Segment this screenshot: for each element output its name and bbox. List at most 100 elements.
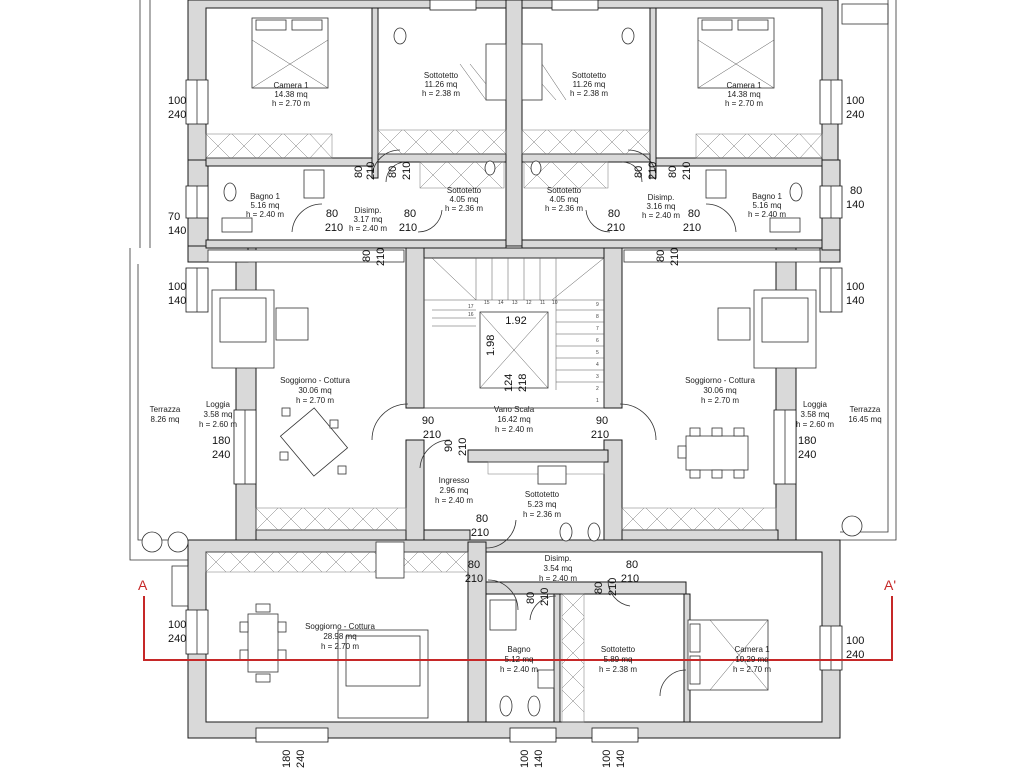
room-area: 3.16 mq xyxy=(647,202,676,211)
room-area: 30.06 mq xyxy=(703,386,736,395)
room-name: Soggiorno - Cottura xyxy=(305,622,375,631)
room-height: h = 2.70 m xyxy=(321,642,359,651)
bed-icon xyxy=(697,17,775,89)
dim-width: 80 xyxy=(468,559,480,571)
room-name: Bagno 1 xyxy=(752,192,782,201)
bed-icon xyxy=(687,619,769,691)
room-area: 16.42 mq xyxy=(497,415,530,424)
room-height: h = 2.40 m xyxy=(495,425,533,434)
room-area: 3.58 mq xyxy=(204,410,233,419)
room-height: h = 2.70 m xyxy=(272,99,310,108)
dim-height: 140 xyxy=(846,295,864,307)
room-name: Soggiorno - Cottura xyxy=(685,376,755,385)
room-name: Soggiorno - Cottura xyxy=(280,376,350,385)
dim-height: 210 xyxy=(399,222,417,234)
dining-table-icon xyxy=(239,603,287,683)
planter-icon xyxy=(141,531,163,553)
kitchen-counter-icon xyxy=(375,541,405,579)
room-name: Disimp. xyxy=(355,206,382,215)
room-name: Loggia xyxy=(803,400,828,409)
section-label-start: A xyxy=(138,577,148,593)
dim-width: 80 xyxy=(476,513,488,525)
dim-height: 240 xyxy=(798,449,816,461)
dim-height: 210 xyxy=(423,429,441,441)
room-height: h = 2.60 m xyxy=(796,420,834,429)
kitchen-counter-icon xyxy=(207,249,405,263)
dining-table-icon xyxy=(677,427,749,479)
room-name: Bagno xyxy=(507,645,531,654)
room-height: h = 2.38 m xyxy=(422,89,460,98)
room-height: h = 2.38 m xyxy=(599,665,637,674)
dim-height: 140 xyxy=(533,750,545,768)
dining-table-icon xyxy=(279,407,349,477)
stair-step-numbers: 17 16 15 14 13 12 11 10 9 8 7 6 5 4 3 2 … xyxy=(468,300,599,404)
room-name: Terrazza xyxy=(150,405,181,414)
furniture xyxy=(141,17,863,719)
dim-height: 210 xyxy=(591,429,609,441)
room-name: Terrazza xyxy=(850,405,881,414)
room-area: 5.89 mq xyxy=(604,655,633,664)
dim-width: 100 xyxy=(168,95,186,107)
dim-width: 80 xyxy=(387,166,399,178)
stair-number: 12 xyxy=(526,300,532,306)
dim-width: 90 xyxy=(596,415,608,427)
dim-height: 240 xyxy=(212,449,230,461)
room-height: h = 2.40 m xyxy=(246,210,284,219)
room-label-camera1-bottom: Camera 1 10.29 mq h = 2.70 m xyxy=(733,645,771,674)
room-label-terrazza-right: Terrazza 16.45 mq xyxy=(848,405,881,424)
room-area: 8.26 mq xyxy=(151,415,180,424)
sofa-icon xyxy=(717,289,817,369)
room-name: Sottotetto xyxy=(572,71,607,80)
room-label-disimp-bottom: Disimp. 3.54 mq h = 2.40 m xyxy=(539,554,577,583)
dim-height: 210 xyxy=(465,573,483,585)
room-label-bagno1-right: Bagno 1 5.16 mq h = 2.40 m xyxy=(748,192,786,219)
room-label-camera1-left: Camera 1 14.38 mq h = 2.70 m xyxy=(272,81,310,108)
dim-width: 80 xyxy=(608,208,620,220)
dim-width: 180 xyxy=(281,750,293,768)
stair-number: 3 xyxy=(596,374,599,380)
dim-width: 80 xyxy=(633,166,645,178)
room-height: h = 2.60 m xyxy=(199,420,237,429)
windows xyxy=(185,0,843,743)
kitchen-counter-icon xyxy=(623,249,821,263)
dim-height: 210 xyxy=(539,588,551,606)
room-label-bagno1-left: Bagno 1 5.16 mq h = 2.40 m xyxy=(246,192,284,219)
dim-height: 210 xyxy=(457,438,469,456)
room-name: Sottotetto xyxy=(547,186,582,195)
dim-stair-218: 218 xyxy=(517,374,529,392)
stair-number: 15 xyxy=(484,300,490,306)
room-area: 14.38 mq xyxy=(727,90,760,99)
planter-icon xyxy=(841,515,863,537)
bathroom-fixtures-icon xyxy=(221,27,803,717)
room-label-bagno-bottom: Bagno 5.12 mq h = 2.40 m xyxy=(500,645,538,674)
room-labels: Camera 1 14.38 mq h = 2.70 m Sottotetto … xyxy=(150,71,882,674)
dim-height: 210 xyxy=(681,162,693,180)
room-height: h = 2.70 m xyxy=(725,99,763,108)
room-label-sottotetto-mid-left: Sottotetto 4.05 mq h = 2.36 m xyxy=(445,186,483,213)
room-label-sottotetto-mid-right: Sottotetto 4.05 mq h = 2.36 m xyxy=(545,186,583,213)
dim-height: 210 xyxy=(607,578,619,596)
room-height: h = 2.70 m xyxy=(733,665,771,674)
dim-height: 140 xyxy=(168,295,186,307)
dim-width: 80 xyxy=(326,208,338,220)
dim-width: 90 xyxy=(443,440,455,452)
dim-height: 140 xyxy=(615,750,627,768)
dim-height: 240 xyxy=(295,750,307,768)
room-area: 5.23 mq xyxy=(528,500,557,509)
stair-number: 16 xyxy=(468,312,474,318)
room-area: 3.54 mq xyxy=(544,564,573,573)
room-area: 2.96 mq xyxy=(440,486,469,495)
stair-number: 9 xyxy=(596,302,599,308)
dim-height: 240 xyxy=(168,109,186,121)
stair-number: 10 xyxy=(552,300,558,306)
room-label-loggia-left: Loggia 3.58 mq h = 2.60 m xyxy=(199,400,237,429)
dim-height: 240 xyxy=(846,109,864,121)
room-area: 16.45 mq xyxy=(848,415,881,424)
room-name: Camera 1 xyxy=(273,81,309,90)
room-area: 3.17 mq xyxy=(354,215,383,224)
room-area: 14.38 mq xyxy=(274,90,307,99)
dim-width: 80 xyxy=(626,559,638,571)
dim-width: 80 xyxy=(688,208,700,220)
room-height: h = 2.40 m xyxy=(748,210,786,219)
room-height: h = 2.40 m xyxy=(539,574,577,583)
